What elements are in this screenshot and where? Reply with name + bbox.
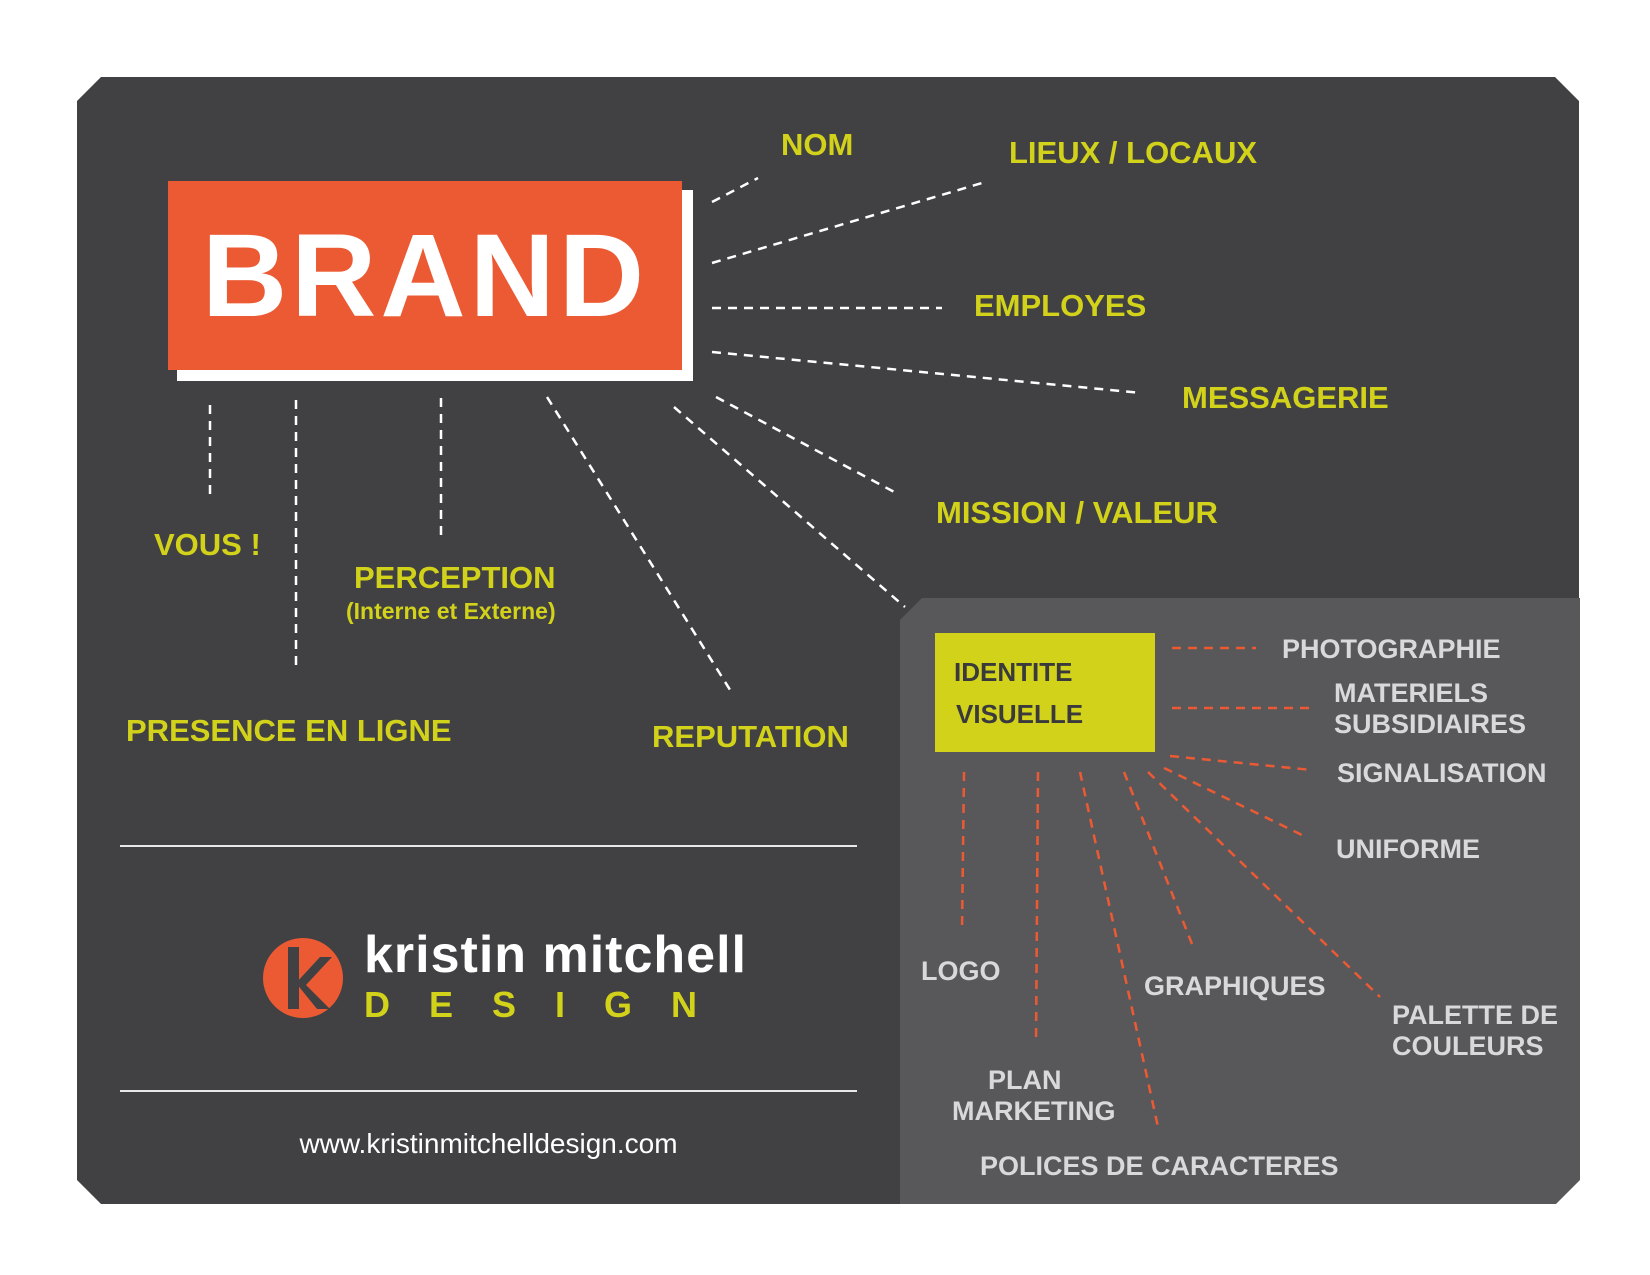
item-materiels-line2: SUBSIDIAIRES: [1334, 709, 1527, 739]
branch-nom: NOM: [781, 127, 854, 162]
footer-brand-design: DESIGN: [364, 984, 737, 1025]
branch-reputation: REPUTATION: [652, 719, 849, 754]
connector-reputation: [545, 396, 734, 694]
footer-website: www.kristinmitchelldesign.com: [299, 1128, 678, 1159]
connector-identite: [673, 406, 906, 608]
item-graphiques: GRAPHIQUES: [1144, 971, 1326, 1001]
item-palette-line1: PALETTE DE: [1392, 1000, 1559, 1030]
connector-graphiques: [1122, 771, 1194, 945]
footer-divider-top: [120, 845, 857, 847]
item-palette-line2: COULEURS: [1392, 1031, 1544, 1061]
branch-perception-subtitle: (Interne et Externe): [346, 598, 556, 624]
branch-employes: EMPLOYES: [974, 288, 1147, 323]
connector-lieux: [711, 181, 983, 265]
connector-uniforme: [1163, 766, 1303, 837]
brand-box: BRAND: [168, 181, 682, 370]
connector-signalisation: [1169, 754, 1313, 772]
footer-brand-name: kristin mitchell: [364, 926, 747, 984]
item-logo: LOGO: [921, 956, 1001, 986]
branch-presence: PRESENCE EN LIGNE: [126, 713, 452, 748]
connector-polices: [1078, 771, 1160, 1128]
connector-mission: [715, 395, 899, 496]
item-materiels-line1: MATERIELS: [1334, 678, 1488, 708]
branch-messagerie: MESSAGERIE: [1182, 380, 1389, 415]
item-polices: POLICES DE CARACTERES: [980, 1151, 1339, 1181]
identite-visuelle-box: IDENTITE VISUELLE: [935, 633, 1155, 752]
item-uniforme: UNIFORME: [1336, 834, 1480, 864]
item-plan-line1: PLAN: [988, 1065, 1062, 1095]
connector-messagerie: [711, 350, 1143, 395]
connector-nom: [711, 176, 759, 204]
branch-mission: MISSION / VALEUR: [936, 495, 1218, 530]
connector-plan: [1034, 771, 1040, 1043]
identite-label-line2: VISUELLE: [956, 699, 1084, 729]
connector-logo: [960, 771, 966, 931]
item-plan-line2: MARKETING: [952, 1096, 1116, 1126]
footer-divider-bottom: [120, 1090, 857, 1092]
item-photographie: PHOTOGRAPHIE: [1282, 634, 1501, 664]
branch-perception: PERCEPTION: [354, 560, 556, 595]
kmd-logo-icon: [263, 938, 343, 1018]
connector-palette: [1147, 771, 1381, 998]
identite-label-line1: IDENTITE: [954, 657, 1073, 687]
branch-lieux: LIEUX / LOCAUX: [1009, 135, 1258, 170]
branch-vous: VOUS !: [154, 527, 261, 562]
brand-title: BRAND: [201, 209, 649, 342]
item-signalisation: SIGNALISATION: [1337, 758, 1547, 788]
